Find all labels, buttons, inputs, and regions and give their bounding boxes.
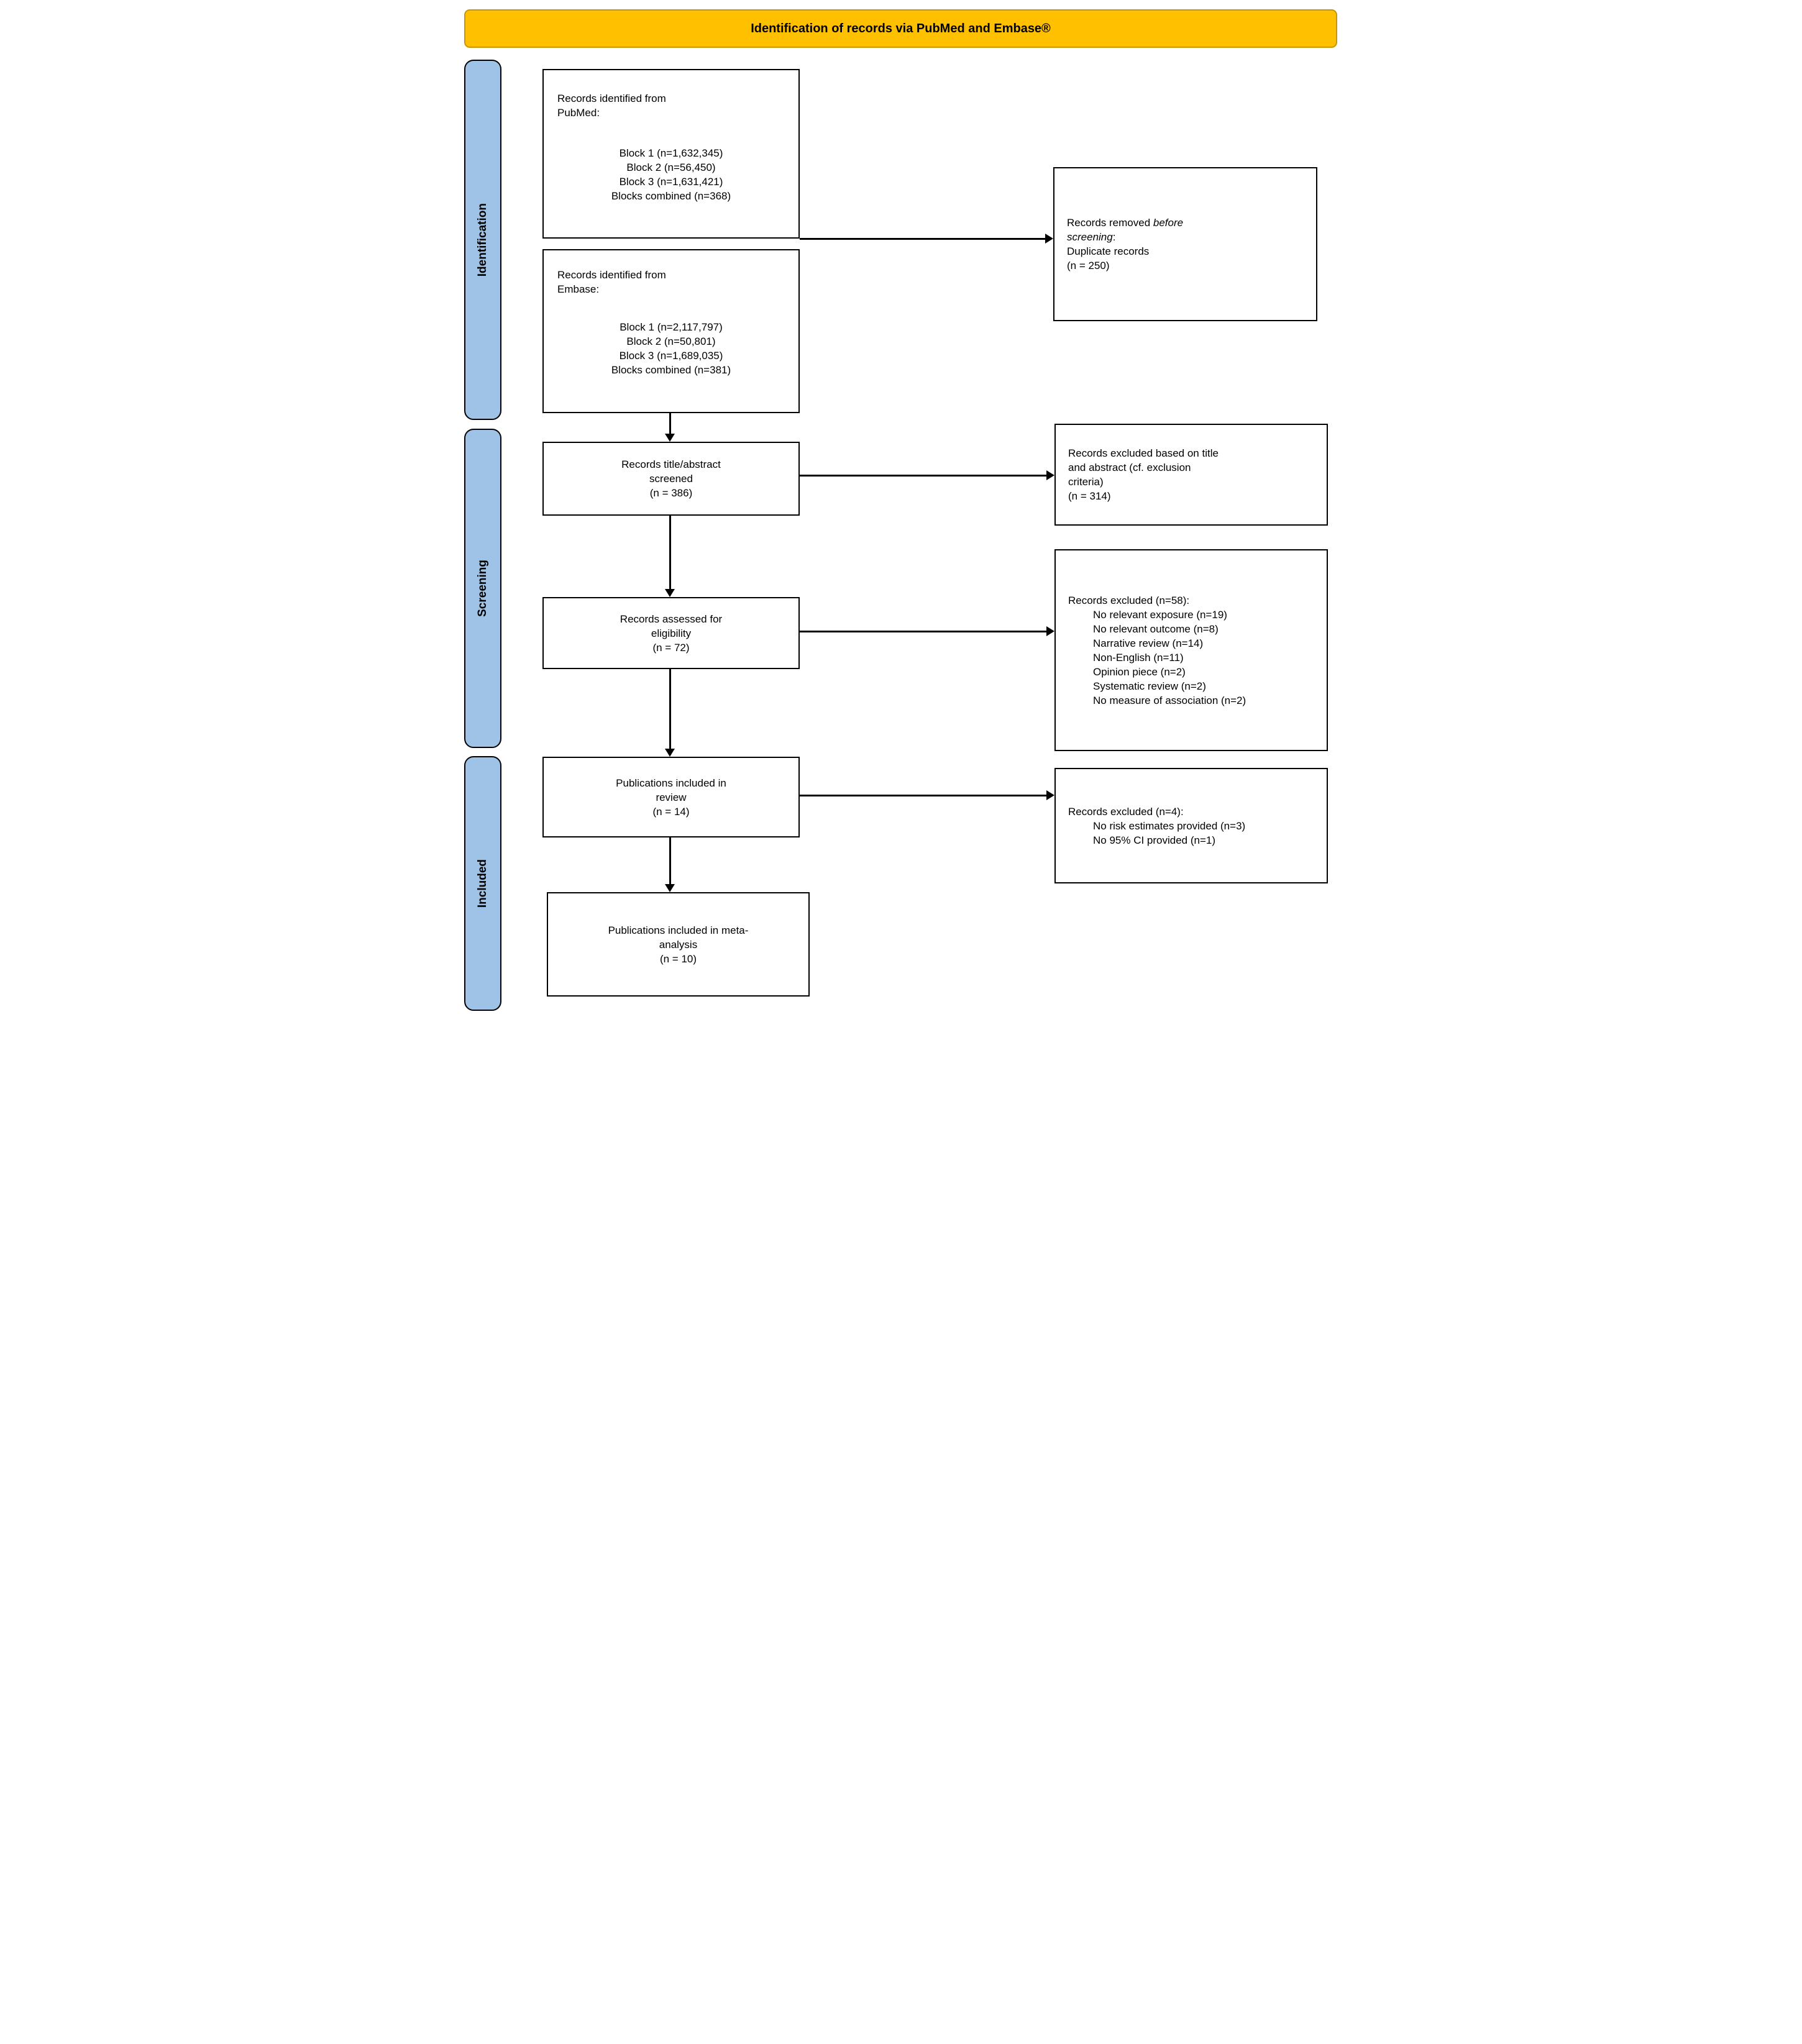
pubmed-block-counts: Block 1 (n=1,632,345) Block 2 (n=56,450)… — [557, 146, 785, 203]
arrow-eligibility-to-review — [669, 669, 671, 749]
removed-italic-screening: screening — [1067, 231, 1113, 243]
arrow-identified-to-removed — [800, 238, 1046, 240]
excl-58-item: Opinion piece (n=2) — [1093, 665, 1186, 678]
stage-label-identification-text: Identification — [476, 203, 489, 277]
box-records-identified-embase: Records identified from Embase: Block 1 … — [542, 249, 800, 413]
pubmed-heading-line: Records identified from — [557, 93, 666, 104]
pubmed-block-2: Block 2 (n=56,450) — [626, 162, 716, 173]
removed-reason: Duplicate records — [1067, 245, 1150, 257]
eligibility-line: Records assessed for — [620, 613, 723, 625]
excl-58-item: Non-English (n=11) — [1093, 651, 1184, 664]
embase-heading-line: Records identified from — [557, 269, 666, 281]
arrowhead-down-icon — [665, 884, 675, 892]
screened-line: screened — [649, 473, 693, 485]
embase-block-2: Block 2 (n=50,801) — [626, 335, 716, 347]
excl-title-line: and abstract (cf. exclusion — [1068, 462, 1191, 473]
box-records-excluded-eligibility: Records excluded (n=58): No relevant exp… — [1054, 549, 1328, 751]
box-publications-included-review: Publications included in review (n = 14) — [542, 757, 800, 837]
removed-count: (n = 250) — [1067, 260, 1110, 271]
excl-58-item: Narrative review (n=14) — [1093, 637, 1204, 649]
arrowhead-down-icon — [665, 749, 675, 757]
arrow-embase-to-screened — [669, 413, 671, 434]
embase-block-1: Block 1 (n=2,117,797) — [620, 321, 723, 333]
embase-block-3: Block 3 (n=1,689,035) — [619, 350, 723, 362]
arrow-screened-to-eligibility — [669, 516, 671, 590]
eligibility-line: eligibility — [651, 627, 692, 639]
review-line: Publications included in — [616, 777, 726, 789]
arrowhead-right-icon — [1046, 790, 1054, 800]
pubmed-blocks-combined: Blocks combined (n=368) — [611, 190, 731, 202]
box-records-excluded-review: Records excluded (n=4): No risk estimate… — [1054, 768, 1328, 883]
pubmed-block-3: Block 3 (n=1,631,421) — [619, 176, 723, 188]
arrowhead-right-icon — [1046, 470, 1054, 480]
box-records-excluded-title-abstract: Records excluded based on title and abst… — [1054, 424, 1328, 526]
box-publications-included-meta-analysis: Publications included in meta- analysis … — [547, 892, 810, 997]
arrow-review-to-excluded — [800, 795, 1047, 796]
excl-58-item: Systematic review (n=2) — [1093, 680, 1206, 692]
removed-italic-before: before — [1153, 217, 1184, 229]
excl-4-item: No 95% CI provided (n=1) — [1093, 834, 1216, 846]
eligibility-count: (n = 72) — [652, 641, 690, 654]
excl-title-line: Records excluded based on title — [1068, 447, 1219, 459]
stage-label-identification: Identification — [464, 60, 501, 420]
embase-block-counts: Block 1 (n=2,117,797) Block 2 (n=50,801)… — [557, 320, 785, 377]
excl-title-line: criteria) — [1068, 476, 1104, 488]
stage-label-included-text: Included — [476, 859, 489, 908]
prisma-flow-diagram: Identification of records via PubMed and… — [451, 0, 1352, 1022]
excl-58-heading: Records excluded (n=58): — [1068, 594, 1190, 606]
arrow-eligibility-to-excluded — [800, 631, 1047, 632]
arrowhead-down-icon — [665, 434, 675, 442]
screened-count: (n = 386) — [649, 487, 693, 499]
removed-line-2: screening: — [1067, 231, 1116, 243]
arrowhead-right-icon — [1046, 626, 1054, 636]
meta-count: (n = 10) — [659, 952, 697, 965]
review-count: (n = 14) — [652, 805, 690, 818]
embase-heading-line: Embase: — [557, 283, 600, 295]
meta-line: Publications included in meta- — [608, 924, 749, 936]
box-records-assessed-eligibility: Records assessed for eligibility (n = 72… — [542, 597, 800, 669]
pubmed-heading-line: PubMed: — [557, 107, 600, 119]
meta-line: analysis — [659, 938, 698, 951]
screened-line: Records title/abstract — [621, 459, 721, 470]
excl-4-heading: Records excluded (n=4): — [1068, 805, 1184, 818]
embase-blocks-combined: Blocks combined (n=381) — [611, 364, 731, 376]
excl-58-item: No relevant exposure (n=19) — [1093, 608, 1227, 621]
removed-line-1: Records removed before — [1067, 217, 1184, 229]
arrow-screened-to-excluded — [800, 475, 1047, 477]
excl-58-item: No measure of association (n=2) — [1093, 694, 1246, 706]
diagram-title: Identification of records via PubMed and… — [751, 21, 1051, 35]
stage-label-screening-text: Screening — [476, 560, 489, 617]
box-records-identified-pubmed: Records identified from PubMed: Block 1 … — [542, 69, 800, 239]
box-records-removed-before-screening: Records removed before screening: Duplic… — [1053, 167, 1317, 321]
box-records-screened: Records title/abstract screened (n = 386… — [542, 442, 800, 516]
arrowhead-right-icon — [1045, 234, 1053, 244]
arrowhead-down-icon — [665, 589, 675, 597]
excl-title-count: (n = 314) — [1068, 490, 1111, 502]
stage-label-included: Included — [464, 756, 501, 1011]
diagram-title-banner: Identification of records via PubMed and… — [464, 9, 1337, 48]
review-line: review — [656, 791, 687, 803]
stage-label-screening: Screening — [464, 429, 501, 748]
excl-4-item: No risk estimates provided (n=3) — [1093, 819, 1246, 832]
arrow-review-to-meta-analysis — [669, 837, 671, 885]
excl-58-item: No relevant outcome (n=8) — [1093, 623, 1219, 635]
pubmed-block-1: Block 1 (n=1,632,345) — [619, 147, 723, 159]
